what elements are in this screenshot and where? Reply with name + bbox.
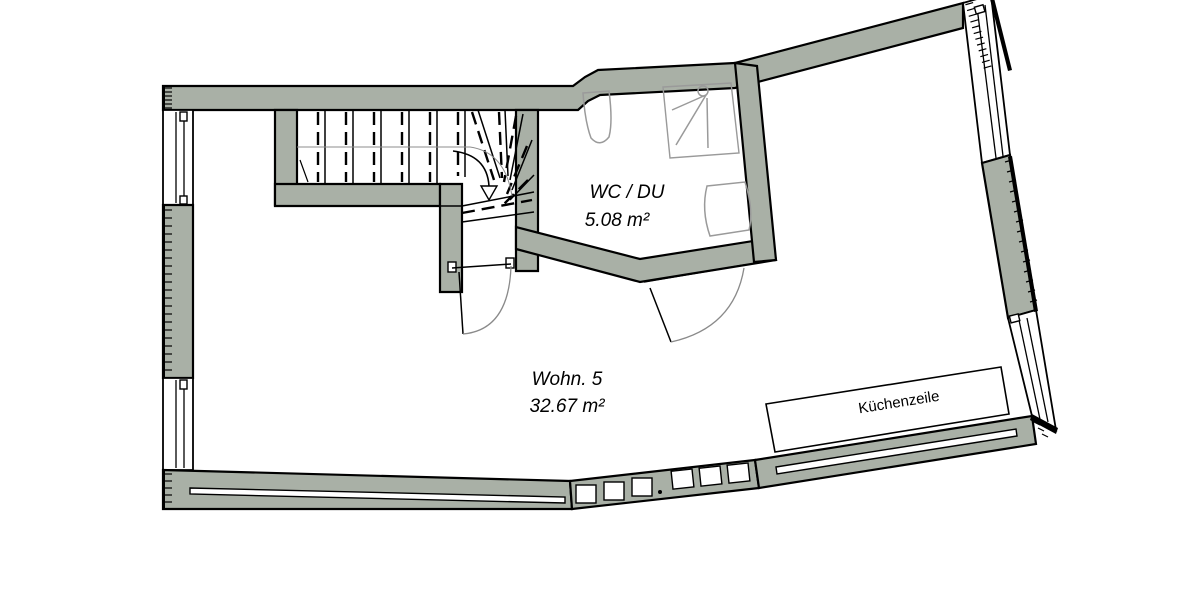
door-wc bbox=[643, 264, 745, 343]
room-label-wohn5: Wohn. 5 32.67 m² bbox=[530, 369, 606, 417]
staircase bbox=[296, 109, 535, 223]
wall-bottom-right bbox=[753, 414, 1038, 490]
wall-left bbox=[161, 109, 195, 471]
wall-end-hatch-bottom-left bbox=[162, 470, 172, 509]
room-label-wc: WC / DU 5.08 m² bbox=[585, 182, 665, 231]
wall-end-hatch-top-right bbox=[965, 0, 1012, 71]
wall-end-hatch-right bbox=[1004, 156, 1038, 312]
stair-direction-arrow bbox=[452, 150, 499, 202]
wc-room-name: WC / DU bbox=[590, 182, 665, 203]
wall-end-hatch-bottom-right bbox=[1030, 414, 1058, 438]
wall-end-hatch-top-left bbox=[162, 86, 172, 110]
washbasin-icon bbox=[582, 90, 612, 144]
toilet-icon bbox=[703, 181, 752, 237]
wohn5-room-name: Wohn. 5 bbox=[532, 369, 603, 390]
wall-wc-right bbox=[733, 61, 778, 264]
wall-stair-enclosure bbox=[273, 108, 464, 294]
kitchen-counter bbox=[765, 366, 1010, 453]
shower-icon bbox=[662, 82, 740, 159]
wall-bottom-left bbox=[161, 468, 574, 511]
wall-bottom-mullions bbox=[568, 458, 761, 511]
wall-wc-bottom bbox=[514, 225, 778, 284]
wall-end-hatch-left bbox=[162, 205, 172, 378]
wohn5-room-area: 32.67 m² bbox=[530, 396, 606, 417]
door-hall bbox=[447, 257, 515, 335]
wc-fixtures bbox=[582, 82, 752, 237]
wall-top bbox=[161, 1, 965, 112]
wc-room-area: 5.08 m² bbox=[585, 210, 650, 231]
